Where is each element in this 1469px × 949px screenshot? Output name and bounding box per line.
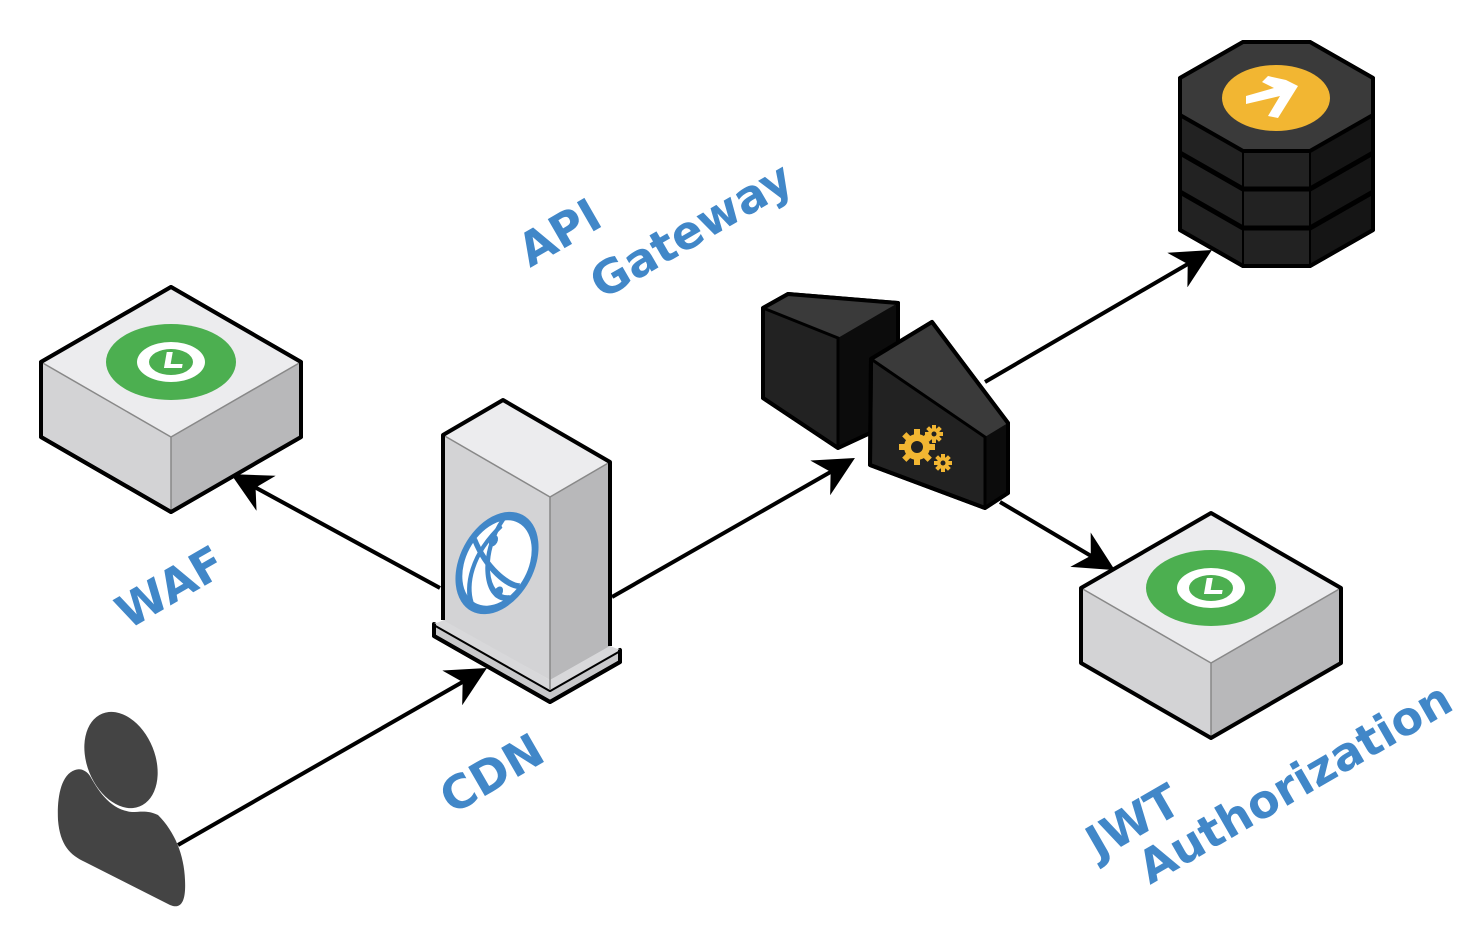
api-gateway-label-line2: Gateway (581, 151, 802, 310)
gateway-node[interactable] (761, 292, 1010, 510)
edge-user-to-cdn (177, 668, 487, 847)
user-icon (57, 711, 186, 907)
check-clock-icon (106, 324, 236, 400)
edge-cdn-to-waf (230, 474, 441, 590)
edge-gateway-to-lambda (983, 249, 1212, 384)
waf-node[interactable] (39, 285, 303, 514)
edge-cdn-to-gateway (611, 458, 855, 599)
globe-icon (455, 511, 539, 615)
lambda-node[interactable] (1178, 40, 1375, 268)
edges (177, 249, 1212, 847)
user-node[interactable] (57, 701, 186, 907)
gears-icon (899, 425, 952, 472)
cdn-node[interactable] (432, 398, 622, 704)
edge-gateway-to-jwt (998, 500, 1115, 571)
lambda-icon (1222, 65, 1330, 131)
jwt-node[interactable] (1079, 511, 1343, 740)
waf-label: WAF (107, 535, 234, 640)
cdn-label: CDN (431, 723, 554, 825)
check-clock-icon (1146, 550, 1276, 626)
